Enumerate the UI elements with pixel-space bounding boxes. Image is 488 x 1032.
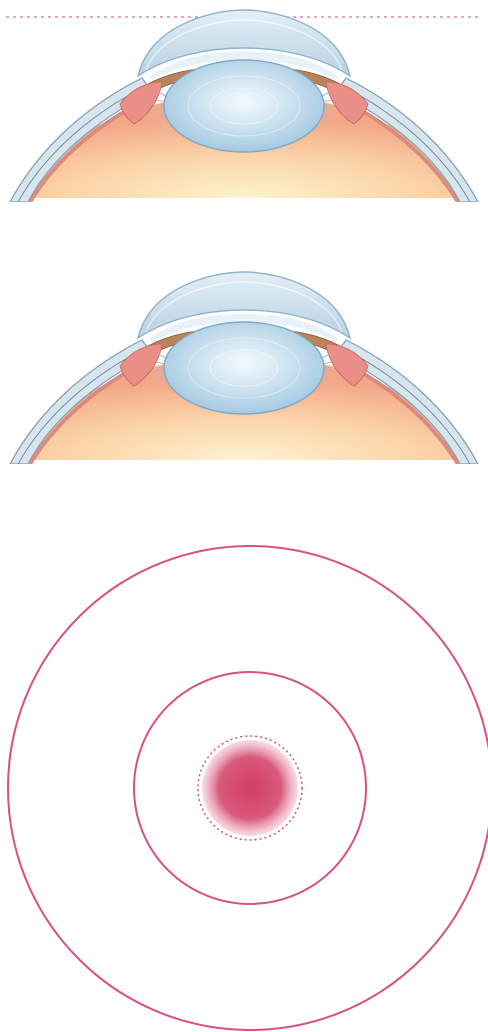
target-rings: [8, 546, 488, 1030]
focal-spot: [202, 740, 298, 836]
eye-cross-section-middle: [0, 272, 488, 470]
eye-cross-section-top: [0, 10, 488, 208]
